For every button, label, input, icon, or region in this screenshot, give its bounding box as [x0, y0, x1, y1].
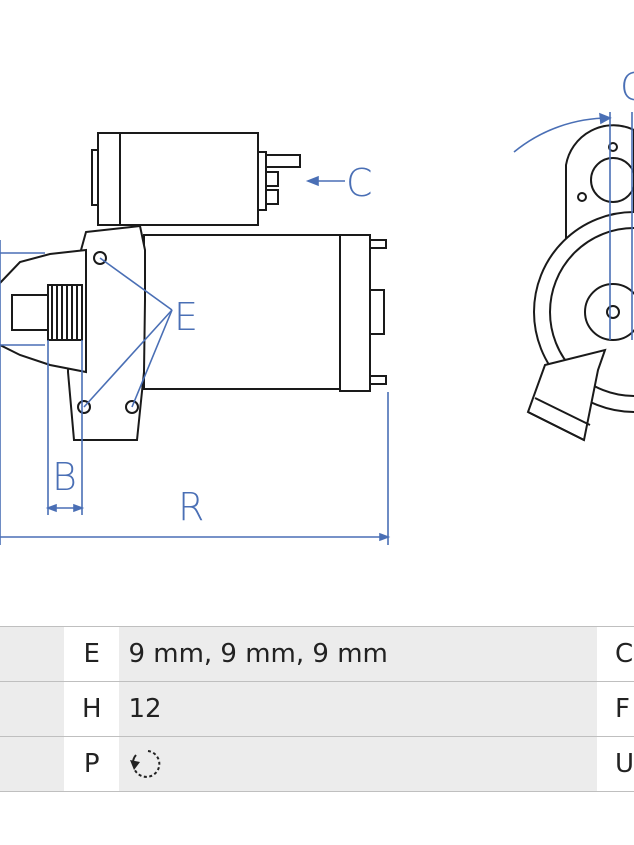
side-view — [0, 132, 387, 441]
spec-key: H — [64, 681, 120, 737]
spec-value-rotation — [119, 736, 597, 792]
spec-value: 9 mm, 9 mm, 9 mm — [119, 626, 597, 682]
rotation-counterclockwise-icon — [130, 750, 161, 778]
label-r: R — [178, 485, 204, 529]
table-row: E 9 mm, 9 mm, 9 mm C — [0, 626, 634, 682]
label-b: B — [52, 455, 77, 499]
spec-key: E — [64, 626, 120, 682]
starter-motor-drawing: C E B R C — [0, 65, 634, 545]
spec-key-next: U — [596, 736, 634, 792]
spec-key: P — [64, 736, 120, 792]
dimension-lines — [0, 175, 391, 545]
label-c: C — [346, 161, 373, 205]
end-view — [526, 124, 634, 442]
spec-key-next: F — [596, 681, 634, 737]
table-cell-blank — [0, 681, 65, 737]
spec-value: 12 — [119, 681, 597, 737]
label-e: E — [174, 295, 198, 339]
table-cell-blank — [0, 626, 65, 682]
spec-key-next: C — [596, 626, 634, 682]
table-row: P U — [0, 736, 634, 792]
end-view-dimensions — [513, 112, 633, 340]
table-row: H 12 F — [0, 681, 634, 737]
table-cell-blank — [0, 736, 65, 792]
spec-table: E 9 mm, 9 mm, 9 mm C H 12 F P U — [0, 626, 634, 792]
label-c-end-view: C — [620, 65, 634, 109]
